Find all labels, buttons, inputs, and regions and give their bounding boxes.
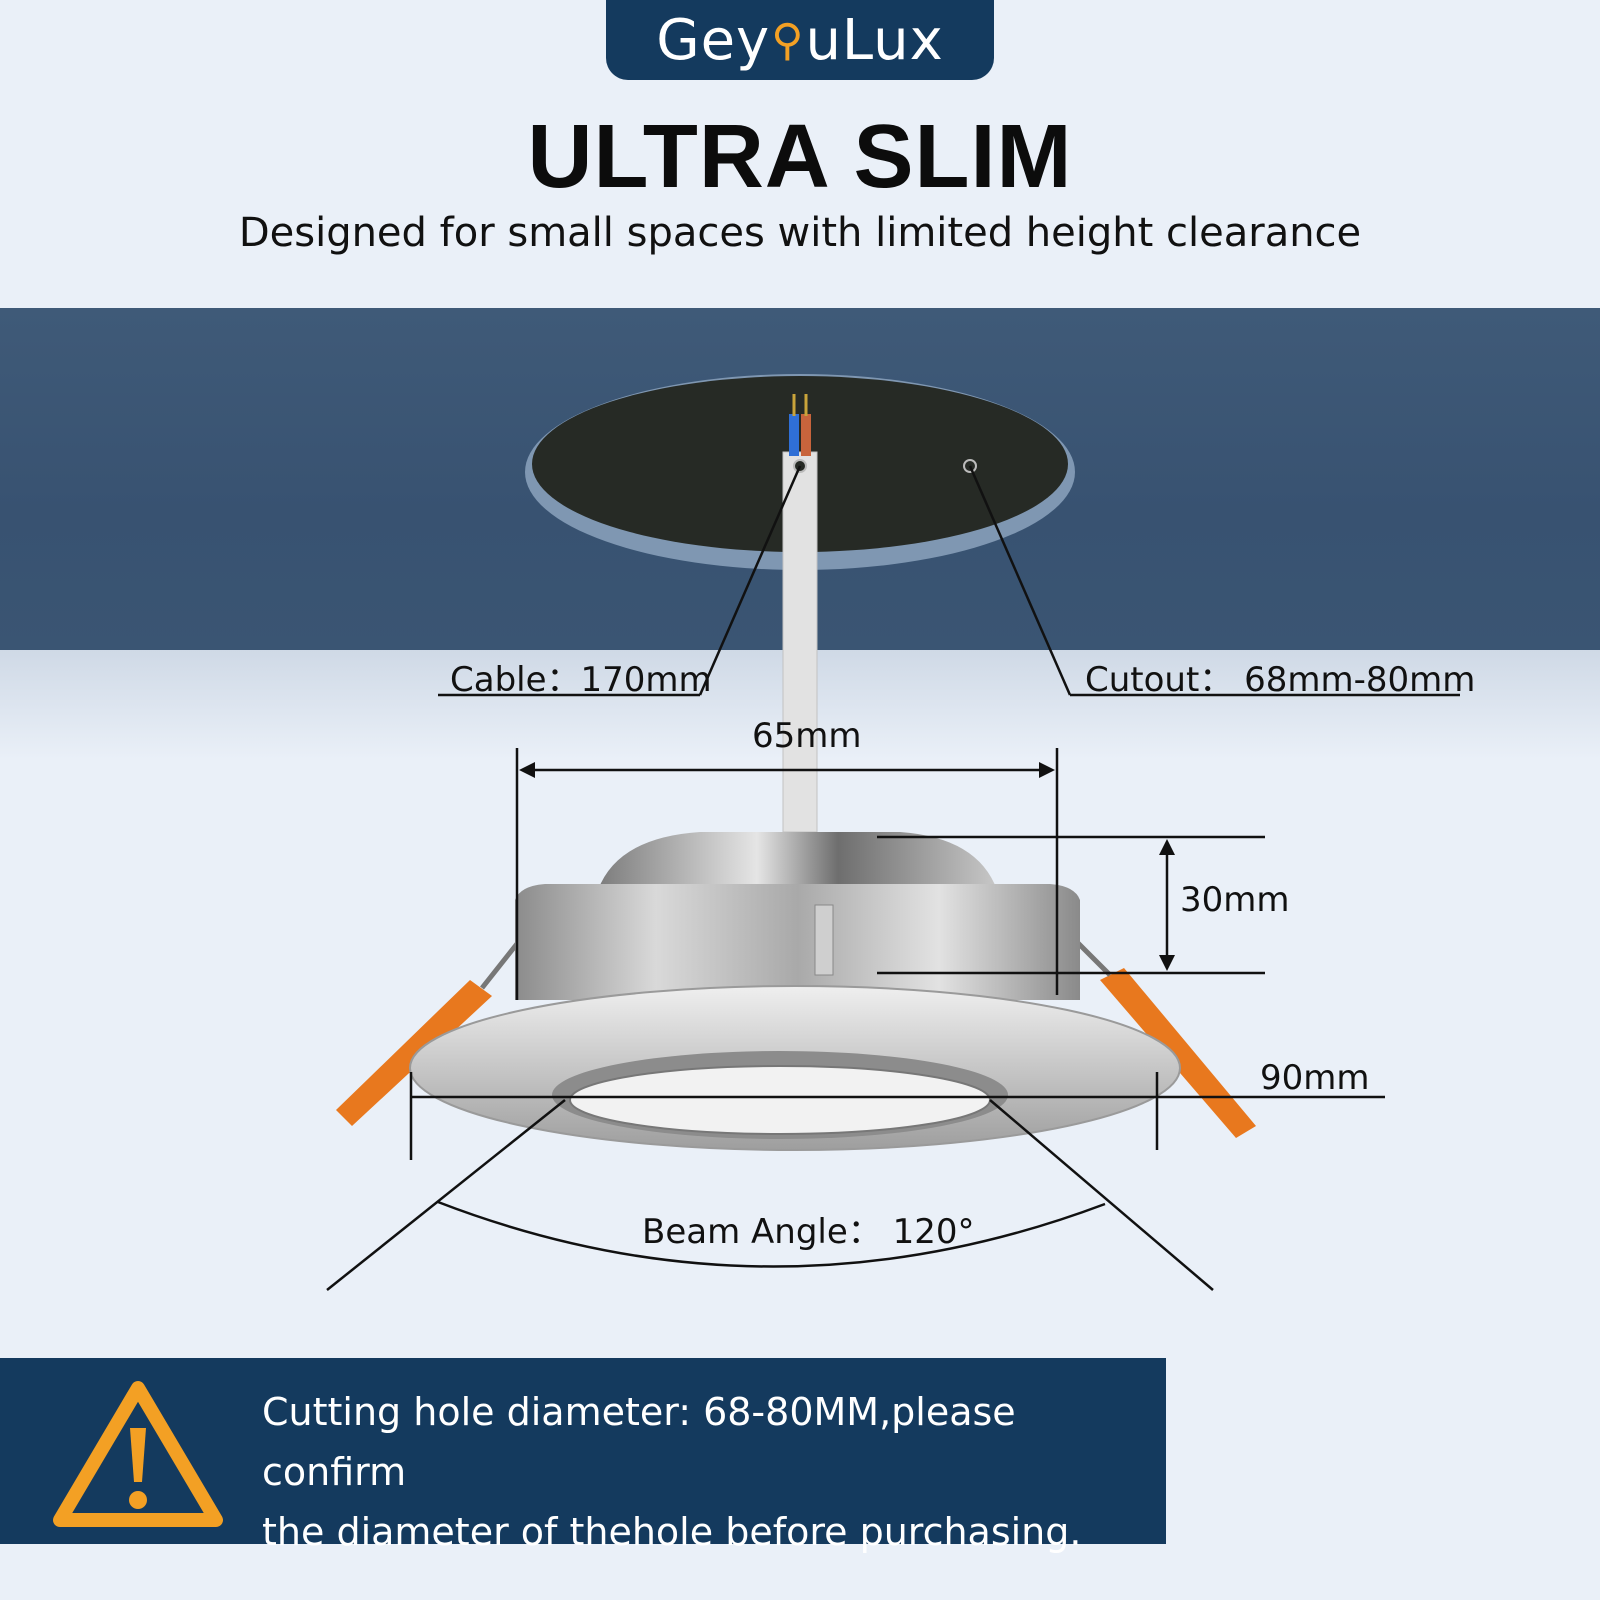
brand-name-end: uLux <box>805 7 944 73</box>
cable-length-label: Cable：170mm <box>450 660 712 700</box>
bulb-icon: ⚲ <box>771 14 805 66</box>
beam-line-right <box>989 1099 1214 1291</box>
width-top-label: 65mm <box>752 716 862 756</box>
page-title: ULTRA SLIM <box>527 107 1073 207</box>
downlight-diagram <box>326 374 1460 1291</box>
dim-30-arrow-up <box>1159 839 1175 855</box>
spring-clip-right <box>1100 968 1256 1138</box>
dim-65-arrow-left <box>519 762 535 778</box>
spring-clip-left <box>336 980 492 1126</box>
fixture-housing <box>515 884 1080 1000</box>
brand-name-start: Gey <box>656 7 771 73</box>
warning-line-2: the diameter of thehole before purchasin… <box>262 1510 1082 1554</box>
brand-logo: Gey⚲uLux <box>606 0 994 80</box>
beam-angle-arc <box>437 1200 1106 1268</box>
warning-text: Cutting hole diameter: 68-80MM,please co… <box>262 1382 1162 1562</box>
cable-leader-line <box>698 465 802 696</box>
warning-line-1: Cutting hole diameter: 68-80MM,please co… <box>262 1390 1016 1494</box>
cutout-leader-line <box>968 465 1072 696</box>
fixture-slot <box>814 904 834 976</box>
brand-name: Gey⚲uLux <box>656 8 944 73</box>
wire-brown <box>801 414 811 456</box>
page-subtitle: Designed for small spaces with limited h… <box>238 210 1362 256</box>
cable <box>782 451 818 833</box>
height-label: 30mm <box>1180 880 1290 920</box>
fixture-lens <box>569 1065 991 1135</box>
width-bottom-label: 90mm <box>1260 1058 1370 1098</box>
dim-65-arrow-right <box>1039 762 1055 778</box>
warning-triangle-icon <box>53 1381 223 1527</box>
cutout-size-label: Cutout： 68mm-80mm <box>1085 660 1476 700</box>
beam-line-left <box>326 1099 566 1291</box>
fixture-dome <box>595 832 1000 900</box>
wire-blue <box>789 414 799 456</box>
warning-banner: Cutting hole diameter: 68-80MM,please co… <box>0 1358 1166 1554</box>
spring-wire-left <box>480 938 522 990</box>
dim-30-arrow-down <box>1159 955 1175 971</box>
beam-angle-label: Beam Angle： 120° <box>642 1212 975 1252</box>
